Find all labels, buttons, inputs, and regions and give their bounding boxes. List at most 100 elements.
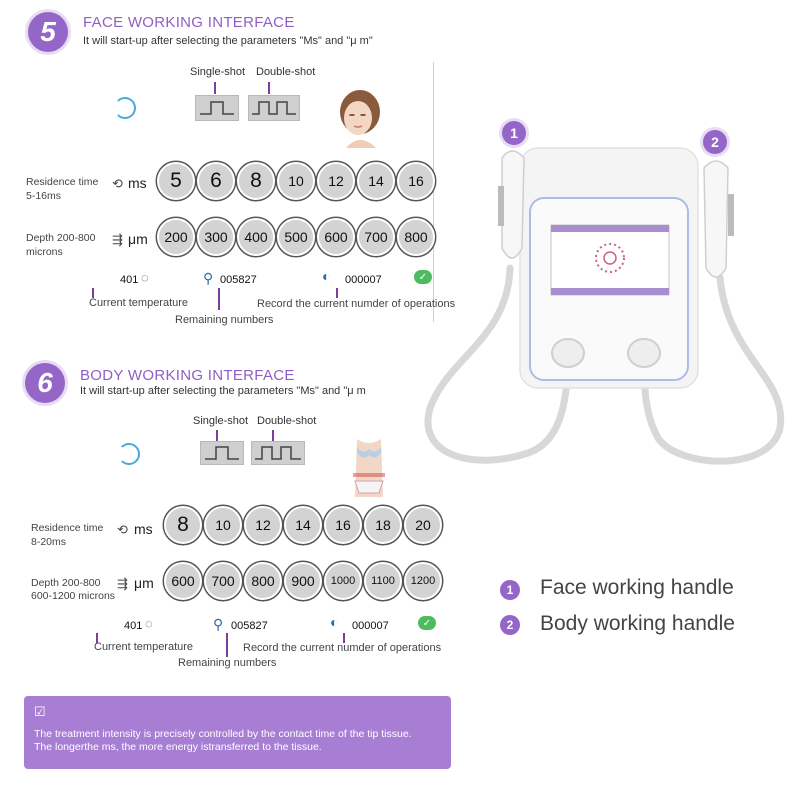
depth-icon: ⇶ [112,232,123,247]
depth-unit: μm [128,231,148,247]
single-pulse-icon [200,101,234,115]
depth-option[interactable]: 1000 [324,562,362,600]
residence-option[interactable]: 12 [244,506,282,544]
residence-option[interactable]: 16 [324,506,362,544]
divider [433,62,434,322]
remaining-icon: ⚲ [203,270,214,286]
body-residence-options: 8 10 12 14 16 18 20 [164,506,442,544]
single-shot-label: Single-shot [190,66,246,78]
residence-range-label: 8-20ms [31,536,67,548]
thermometer-icon: ◌ [145,616,153,631]
double-shot-button[interactable] [248,95,300,121]
shot-tick [268,82,270,94]
confirm-icon[interactable]: ✓ [414,270,432,284]
device-illustration [424,147,785,465]
residence-option[interactable]: 14 [357,162,395,200]
residence-option[interactable]: 10 [277,162,315,200]
residence-unit: ms [134,521,153,537]
shot-tick [272,430,274,442]
depth-label: Depth 200-800 [31,577,101,589]
residence-time-label: Residence time [26,176,99,188]
face-residence-options: 5 6 8 10 12 14 16 [157,162,435,200]
body-subtitle: It will start-up after selecting the par… [80,385,366,397]
residence-option[interactable]: 8 [164,506,202,544]
remaining-value: 005827 [231,620,268,632]
residence-option[interactable]: 6 [197,162,235,200]
depth-option[interactable]: 200 [157,218,195,256]
double-shot-button[interactable] [251,441,305,465]
operations-icon: ◐ [330,614,339,630]
single-pulse-icon [205,446,239,460]
confirm-icon[interactable]: ✓ [418,616,436,630]
depth-option[interactable]: 800 [397,218,435,256]
depth-option[interactable]: 400 [237,218,275,256]
checkbox-icon: ☑ [34,704,46,719]
depth-option[interactable]: 500 [277,218,315,256]
operations-value: 000007 [345,274,382,286]
double-pulse-icon [252,101,296,115]
tick [96,633,98,643]
residence-option[interactable]: 8 [237,162,275,200]
face-illustration [340,90,380,148]
operations-icon: ◐ [322,268,331,284]
tick [226,633,228,657]
shot-tick [214,82,216,94]
single-shot-button[interactable] [195,95,239,121]
depth-option[interactable]: 300 [197,218,235,256]
tick [336,288,338,298]
depth-option[interactable]: 800 [244,562,282,600]
body-depth-options: 600 700 800 900 1000 1100 1200 [164,562,442,600]
section-badge-face: 5 [28,12,68,52]
section-badge-body: 6 [25,363,65,403]
clock-icon [114,97,136,119]
depth-option[interactable]: 900 [284,562,322,600]
timer-icon: ⟲ [112,176,123,191]
remaining-value: 005827 [220,274,257,286]
face-depth-options: 200 300 400 500 600 700 800 [157,218,435,256]
thermometer-icon: ◌ [141,270,149,285]
residence-option[interactable]: 20 [404,506,442,544]
residence-option[interactable]: 16 [397,162,435,200]
operations-value: 000007 [352,620,389,632]
double-shot-label: Double-shot [257,415,317,427]
residence-option[interactable]: 18 [364,506,402,544]
residence-option[interactable]: 5 [157,162,195,200]
tick [343,633,345,643]
depth-option[interactable]: 1200 [404,562,442,600]
record-operations-label: Record the current numder of operations [243,642,442,654]
remaining-icon: ⚲ [213,616,224,632]
depth-option[interactable]: 600 [164,562,202,600]
body-illustration [353,439,385,497]
single-shot-button[interactable] [200,441,244,465]
single-shot-label: Single-shot [193,415,249,427]
record-operations-label: Record the current numder of operations [257,298,456,310]
handle-badge-1: 1 [502,121,526,145]
temperature-value: 401 [124,620,143,632]
legend-face-handle: Face working handle [540,576,734,599]
residence-option[interactable]: 14 [284,506,322,544]
depth-label: Depth 200-800 [26,232,96,244]
tick [92,288,94,298]
residence-time-label: Residence time [31,522,104,534]
double-shot-label: Double-shot [256,66,316,78]
depth-unit: μm [134,575,154,591]
current-temperature-label: Current temperature [89,297,189,309]
note-box: ☑ The treatment intensity is precisely c… [24,696,451,769]
residence-option[interactable]: 10 [204,506,242,544]
depth-option[interactable]: 700 [204,562,242,600]
body-title: BODY WORKING INTERFACE [80,367,295,384]
depth-option[interactable]: 1100 [364,562,402,600]
timer-icon: ⟲ [117,522,128,537]
face-subtitle: It will start-up after selecting the par… [83,35,373,47]
tick [218,288,220,310]
residence-option[interactable]: 12 [317,162,355,200]
remaining-numbers-label: Remaining numbers [178,657,277,669]
depth-option[interactable]: 700 [357,218,395,256]
shot-tick [216,430,218,442]
clock-icon [118,443,140,465]
handle-badge-2: 2 [703,130,727,154]
legend-body-handle: Body working handle [540,612,735,635]
depth-option[interactable]: 600 [317,218,355,256]
legend-badge-1: 1 [500,580,520,600]
depth-unit-label: microns [26,246,63,258]
